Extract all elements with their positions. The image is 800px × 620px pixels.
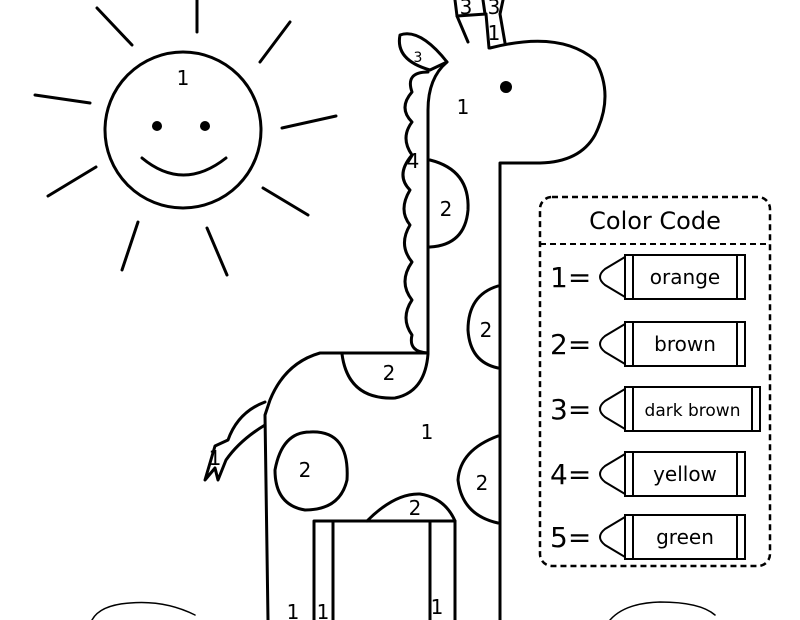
crayon-label: brown <box>654 332 716 356</box>
bush-right <box>609 601 716 620</box>
tail-number: 1 <box>209 446 222 470</box>
ear-number: 3 <box>414 50 423 66</box>
sun: 1 <box>33 0 338 277</box>
legs <box>312 519 457 620</box>
legend-key: 5= <box>550 521 591 554</box>
legend-key: 3= <box>550 393 591 426</box>
legend-item: 5= green <box>550 514 746 560</box>
sun-smile <box>140 156 228 177</box>
spot-right-upper-number: 2 <box>480 318 493 342</box>
horn-right <box>455 0 507 45</box>
horn-left-number: 3 <box>460 0 473 19</box>
leg-back-outer-number: 1 <box>287 600 300 620</box>
crayon-label: yellow <box>653 462 717 486</box>
legend-box <box>538 195 772 568</box>
leg-front-number: 1 <box>431 595 444 619</box>
spot-belly-left <box>273 430 349 512</box>
legend-item: 4= yellow <box>550 451 746 497</box>
sun-eye-right <box>200 121 210 131</box>
legend-title: Color Code <box>589 207 721 235</box>
tail <box>203 400 267 482</box>
horn-stem <box>484 12 491 50</box>
crayon-icon <box>599 321 746 367</box>
color-code-legend: Color Code 1= orange 2= brown 3= dark brown 4=… <box>538 195 772 568</box>
sun-rays <box>33 0 338 277</box>
sun-face <box>103 50 263 210</box>
spot-belly-left-number: 2 <box>299 458 312 482</box>
mane <box>401 70 430 355</box>
crayon-icon <box>599 451 746 497</box>
crayon-icon <box>599 514 746 560</box>
head-front-outline <box>488 39 607 620</box>
spot-back <box>340 352 430 400</box>
spot-back-number: 2 <box>383 361 396 385</box>
legend-key: 1= <box>550 261 591 294</box>
leg-back-inner-number: 1 <box>317 600 330 620</box>
spot-between-legs <box>365 492 457 523</box>
head-number: 1 <box>457 95 470 119</box>
crayon-icon <box>599 386 761 432</box>
legend-key: 4= <box>550 458 591 491</box>
giraffe-eye <box>500 81 512 93</box>
sun-number: 1 <box>177 66 190 90</box>
giraffe: 3 3 1 3 1 4 2 2 2 1 2 2 2 1 1 1 1 <box>203 0 607 620</box>
crayon-label: dark brown <box>645 401 741 421</box>
legend-key: 2= <box>550 328 591 361</box>
crayon-label: orange <box>650 265 720 289</box>
spot-neck-number: 2 <box>440 197 453 221</box>
spot-right-lower-number: 2 <box>476 471 489 495</box>
spot-between-legs-number: 2 <box>409 496 422 520</box>
spot-neck <box>428 158 470 249</box>
crayon-icon <box>599 254 746 300</box>
crayon-label: green <box>656 525 714 549</box>
mane-number: 4 <box>407 149 420 173</box>
legend-item: 1= orange <box>550 254 746 300</box>
legend-item: 2= brown <box>550 321 746 367</box>
body-number: 1 <box>421 420 434 444</box>
spot-right-lower <box>456 434 500 525</box>
bush-left <box>91 601 196 620</box>
neck-back-outline <box>263 60 449 620</box>
horn-right-number: 3 <box>488 0 501 19</box>
spot-right-upper <box>466 284 500 370</box>
ear <box>397 32 449 72</box>
horn-stem-number: 1 <box>488 21 501 45</box>
legend-item: 3= dark brown <box>550 386 761 432</box>
sun-eye-left <box>152 121 162 131</box>
